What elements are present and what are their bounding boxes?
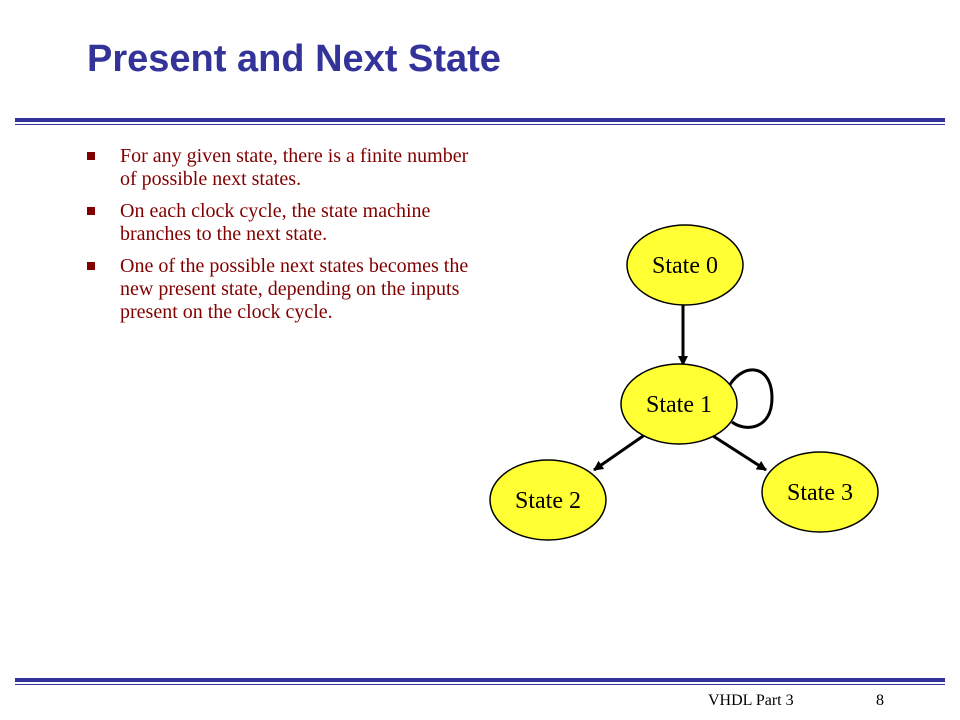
- bullet-item: One of the possible next states becomes …: [80, 255, 480, 324]
- transition-arrow-1-2: [593, 432, 647, 472]
- slide-title: Present and Next State: [87, 38, 501, 80]
- bullet-text: On each clock cycle, the state machine b…: [120, 200, 431, 245]
- square-bullet-icon: [87, 207, 95, 215]
- footer-page-number: 8: [876, 692, 884, 709]
- state-node-1-ellipse: [620, 363, 738, 445]
- state-node-3: State 3: [761, 451, 879, 533]
- self-loop-arrow-1: [718, 368, 774, 429]
- state-node-0-ellipse: [626, 224, 744, 306]
- transition-arrow-1-3: [709, 432, 767, 472]
- bottom-divider: [15, 678, 945, 682]
- state-label-0: State 0: [652, 253, 718, 279]
- bullet-list: For any given state, there is a finite n…: [80, 145, 480, 333]
- state-node-2-ellipse: [489, 459, 607, 541]
- bullet-text: For any given state, there is a finite n…: [120, 145, 469, 190]
- state-node-1: State 1: [620, 363, 738, 445]
- state-node-0: State 0: [626, 224, 744, 306]
- state-node-2: State 2: [489, 459, 607, 541]
- bullet-item: On each clock cycle, the state machine b…: [80, 200, 480, 246]
- bottom-divider-thin: [15, 684, 945, 685]
- state-label-1: State 1: [646, 392, 712, 418]
- top-divider: [15, 118, 945, 122]
- footer-course-label: VHDL Part 3: [708, 692, 794, 709]
- square-bullet-icon: [87, 152, 95, 160]
- state-label-3: State 3: [787, 480, 853, 506]
- square-bullet-icon: [87, 262, 95, 270]
- state-label-2: State 2: [515, 488, 581, 514]
- top-divider-thin: [15, 124, 945, 125]
- state-node-3-ellipse: [761, 451, 879, 533]
- bullet-text: One of the possible next states becomes …: [120, 255, 469, 323]
- bullet-item: For any given state, there is a finite n…: [80, 145, 480, 191]
